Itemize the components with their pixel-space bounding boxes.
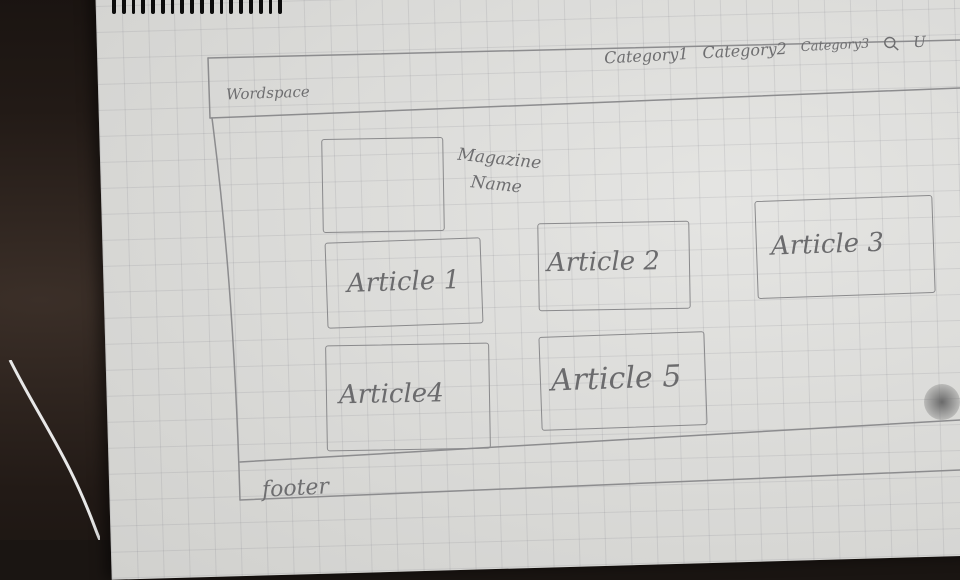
nav-category-3[interactable]: Category3 — [800, 36, 870, 56]
article-card-5[interactable]: Article 5 — [538, 331, 708, 431]
cable — [8, 360, 100, 540]
article-card-1[interactable]: Article 1 — [324, 237, 484, 329]
article-title-2: Article 2 — [546, 246, 661, 279]
article-card-2[interactable]: Article 2 — [537, 220, 691, 312]
magazine-name: Magazine Name — [454, 142, 543, 202]
brand-logo[interactable]: Wordspace — [225, 82, 311, 104]
article-title-1: Article 1 — [346, 265, 461, 299]
search-icon[interactable] — [883, 34, 900, 51]
article-title-3: Article 3 — [770, 227, 885, 262]
top-nav: Category1 Category2 Category3 U — [604, 32, 927, 67]
thumb-shadow — [924, 384, 960, 420]
notebook-spiral — [112, 0, 283, 16]
magazine-logo-placeholder — [321, 136, 445, 234]
wireframe-outline — [207, 39, 960, 501]
article-card-3[interactable]: Article 3 — [754, 194, 936, 300]
article-title-5: Article 5 — [550, 358, 682, 399]
article-title-4: Article4 — [338, 378, 444, 411]
footer-label: footer — [261, 474, 330, 503]
article-card-4[interactable]: Article4 — [325, 342, 491, 452]
nav-extra[interactable]: U — [912, 32, 927, 51]
